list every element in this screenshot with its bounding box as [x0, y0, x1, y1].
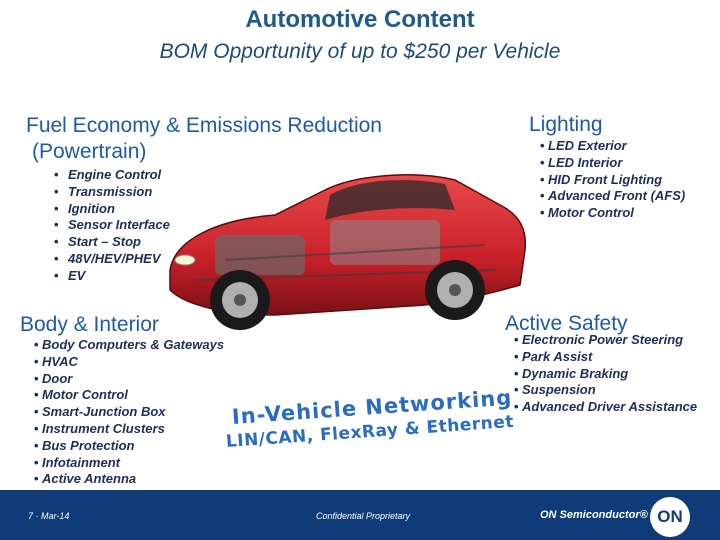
- slide-title: Automotive Content: [245, 6, 475, 33]
- footer-bar: [0, 490, 720, 540]
- powertrain-title-line1: Fuel Economy & Emissions Reduction: [26, 114, 382, 137]
- footer-slide-number: 7 · Mar-14: [28, 511, 70, 521]
- list-item: Advanced Driver Assistance: [514, 399, 697, 416]
- active-safety-title: Active Safety: [505, 312, 628, 335]
- active-safety-list: Electronic Power Steering Park Assist Dy…: [514, 332, 697, 416]
- list-item: 48V/HEV/PHEV: [54, 251, 170, 268]
- list-item: Active Antenna: [34, 471, 224, 488]
- list-item: Ignition: [54, 201, 170, 218]
- list-item: Body Computers & Gateways: [34, 337, 224, 354]
- list-item: HVAC: [34, 354, 224, 371]
- footer-confidential: Confidential Proprietary: [316, 511, 411, 521]
- list-item: Park Assist: [514, 349, 697, 366]
- list-item: Dynamic Braking: [514, 366, 697, 383]
- powertrain-title-line2: (Powertrain): [32, 140, 147, 163]
- list-item: LED Interior: [540, 155, 685, 172]
- body-interior-list: Body Computers & Gateways HVAC Door Moto…: [34, 337, 224, 488]
- list-item: Bus Protection: [34, 438, 224, 455]
- car-interior: [330, 220, 440, 265]
- list-item: Motor Control: [34, 387, 224, 404]
- list-item: HID Front Lighting: [540, 172, 685, 189]
- list-item: Sensor Interface: [54, 217, 170, 234]
- lighting-title: Lighting: [529, 113, 603, 136]
- list-item: Transmission: [54, 184, 170, 201]
- powertrain-title: Fuel Economy & Emissions Reduction (Powe…: [26, 113, 382, 165]
- car-illustration: [169, 174, 527, 330]
- slide-subtitle: BOM Opportunity of up to $250 per Vehicl…: [159, 40, 561, 63]
- list-item: Door: [34, 371, 224, 388]
- car-windshield: [325, 179, 455, 220]
- list-item: Advanced Front (AFS): [540, 188, 685, 205]
- list-item: Infotainment: [34, 455, 224, 472]
- list-item: Motor Control: [540, 205, 685, 222]
- list-item: Start – Stop: [54, 234, 170, 251]
- lighting-list: LED Exterior LED Interior HID Front Ligh…: [540, 138, 685, 222]
- list-item: Electronic Power Steering: [514, 332, 697, 349]
- list-item: Suspension: [514, 382, 697, 399]
- car-engine-bay: [215, 235, 305, 275]
- list-item: Smart-Junction Box: [34, 404, 224, 421]
- on-logo-icon: ON: [650, 497, 690, 537]
- headlight: [174, 254, 196, 266]
- front-wheel: [210, 270, 270, 330]
- powertrain-list: Engine Control Transmission Ignition Sen…: [54, 167, 170, 285]
- list-item: LED Exterior: [540, 138, 685, 155]
- list-item: Instrument Clusters: [34, 421, 224, 438]
- rear-wheel: [425, 260, 485, 320]
- body-interior-title: Body & Interior: [20, 313, 159, 336]
- footer-brand: ON Semiconductor®: [540, 509, 648, 521]
- list-item: Engine Control: [54, 167, 170, 184]
- list-item: EV: [54, 268, 170, 285]
